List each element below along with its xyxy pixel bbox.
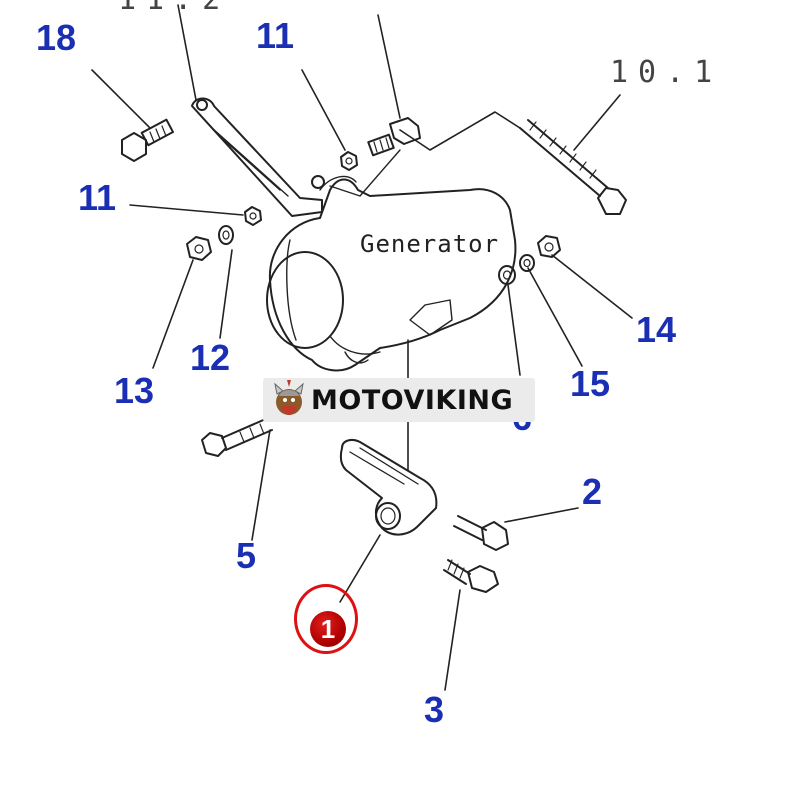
reference-top-left: 11.2	[118, 0, 230, 17]
callout-14: 14	[636, 309, 677, 350]
long-bolt-10-1	[519, 119, 627, 215]
washer-12	[218, 225, 234, 245]
bracket-1	[339, 439, 438, 536]
callout-1-highlighted: 1	[310, 611, 346, 647]
bolt-3	[443, 559, 499, 593]
callout-3: 3	[424, 689, 445, 730]
bolt-18	[121, 118, 175, 162]
callout-11-top: 11	[256, 15, 295, 56]
washer-15	[519, 254, 535, 272]
nut-14	[537, 235, 561, 258]
nut-13	[186, 236, 212, 261]
nut-11-left	[244, 206, 262, 226]
highlight-ring	[294, 584, 358, 654]
callout-12: 12	[190, 337, 231, 378]
callout-11-left: 11	[78, 177, 117, 218]
reference-top-right: 10.1	[610, 55, 723, 90]
bolt-2	[453, 515, 509, 551]
callout-15: 15	[570, 363, 611, 404]
callout-5: 5	[236, 535, 257, 576]
stud-bolt	[367, 117, 421, 157]
viking-logo-icon	[274, 380, 304, 415]
watermark: MOTOVIKING	[263, 378, 535, 422]
leader-lines	[91, 4, 633, 691]
bolt-5	[201, 417, 273, 457]
callout-2: 2	[582, 471, 603, 512]
washer-6	[498, 265, 516, 285]
adjust-arm	[191, 97, 323, 217]
watermark-brand: MOTOVIKING	[311, 384, 514, 416]
generator-label: Generator	[360, 230, 500, 258]
callout-13: 13	[114, 370, 155, 411]
callout-18: 18	[36, 17, 77, 58]
nut-11-top	[340, 151, 358, 171]
